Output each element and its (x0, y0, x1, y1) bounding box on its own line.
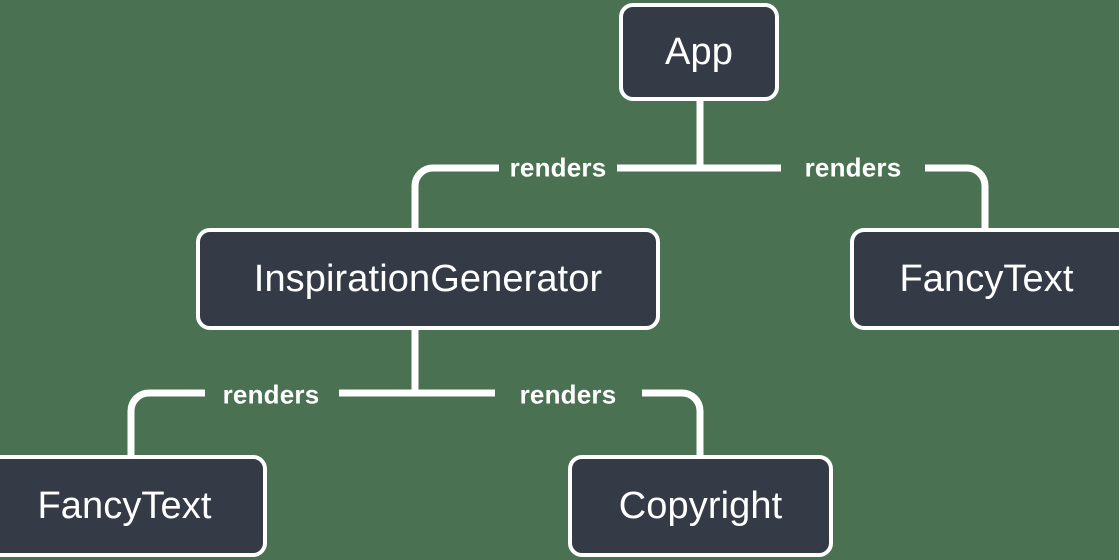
node-copyright-label: Copyright (618, 484, 783, 527)
node-fancytext-right[interactable]: FancyText (850, 228, 1119, 330)
node-fancytext-bottom[interactable]: FancyText (0, 455, 267, 557)
edge-inspiration-to-copyright-b (642, 389, 704, 457)
edge-label-app-to-inspiration-generator: renders (509, 152, 607, 183)
node-inspiration-generator-label: InspirationGenerator (253, 257, 603, 300)
node-copyright[interactable]: Copyright (568, 455, 833, 557)
node-fancytext-right-label: FancyText (899, 257, 1074, 300)
edge-app-to-fancytext-right-b (925, 164, 989, 230)
node-inspiration-generator[interactable]: InspirationGenerator (196, 228, 660, 330)
node-app[interactable]: App (619, 3, 779, 101)
edge-label-inspiration-generator-to-fancytext-bottom: renders (222, 379, 320, 410)
edge-label-inspiration-generator-to-copyright: renders (519, 379, 617, 410)
edge-app-to-inspiration-left-b (411, 164, 499, 230)
edge-inspiration-to-fancytext-b (127, 389, 205, 457)
node-app-label: App (665, 30, 733, 73)
node-fancytext-bottom-label: FancyText (37, 484, 212, 527)
edge-label-app-to-fancytext-right: renders (804, 152, 902, 183)
